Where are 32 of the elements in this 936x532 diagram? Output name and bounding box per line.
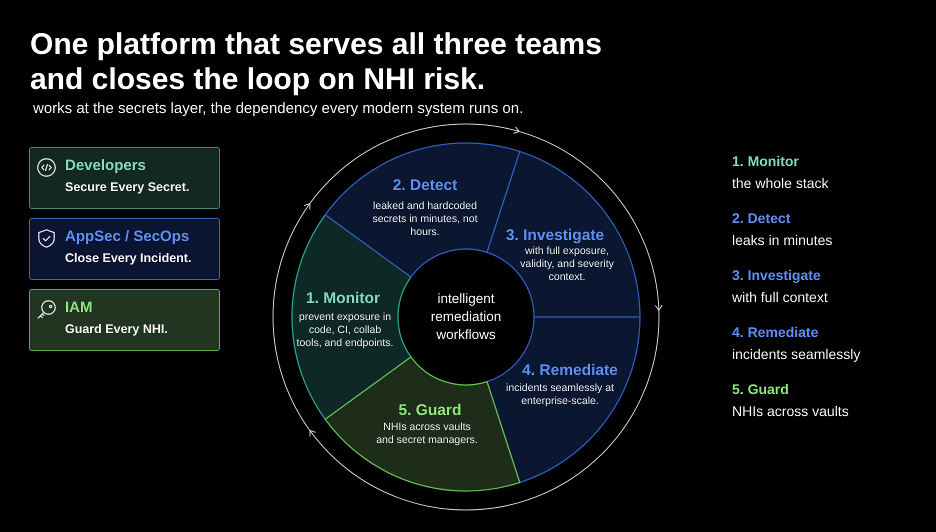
card-title: IAM [65, 299, 92, 317]
segment-text: with full exposure, validity, and severity context. [519, 245, 615, 284]
team-card [29, 218, 220, 280]
segment-title: 2. Detect [392, 177, 458, 195]
segment-title: 5. Guard [398, 402, 462, 420]
segment-title: 3. Investigate [506, 227, 604, 245]
step-text: the whole stack [732, 174, 828, 192]
step-title: 3. Investigate [732, 266, 821, 284]
segment-text: leaked and hardcoded secrets in minutes, not hours. [371, 200, 479, 239]
title: One platform that serves all three teams and closes the loop on NHI risk. [30, 27, 603, 97]
step-title: 4. Remediate [732, 323, 818, 341]
segment-title: 4. Remediate [522, 362, 618, 380]
subtitle: works at the secrets layer, the dependency every modern system runs on. [33, 100, 524, 118]
team-card [29, 289, 220, 351]
card-title: AppSec / SecOps [65, 228, 190, 246]
team-card [29, 147, 220, 209]
center-label: intelligent remediation workflows [430, 290, 502, 344]
segment-text: prevent exposure in code, CI, collab tools, and endpoints. [296, 311, 394, 350]
segment-title: 1. Monitor [306, 290, 380, 308]
step-text: incidents seamlessly [732, 345, 860, 363]
card-text: Guard Every NHI. [65, 321, 168, 337]
step-text: NHIs across vaults [732, 402, 849, 420]
step-text: leaks in minutes [732, 231, 832, 249]
card-text: Secure Every Secret. [65, 179, 190, 195]
step-title: 2. Detect [732, 209, 790, 227]
segment-text: incidents seamlessly at enterprise-scale. [506, 382, 614, 408]
step-title: 1. Monitor [732, 152, 799, 170]
segment-text: NHIs across vaults and secret managers. [375, 421, 479, 447]
step-text: with full context [732, 288, 828, 306]
step-title: 5. Guard [732, 380, 789, 398]
card-title: Developers [65, 157, 146, 175]
card-text: Close Every Incident. [65, 250, 192, 266]
